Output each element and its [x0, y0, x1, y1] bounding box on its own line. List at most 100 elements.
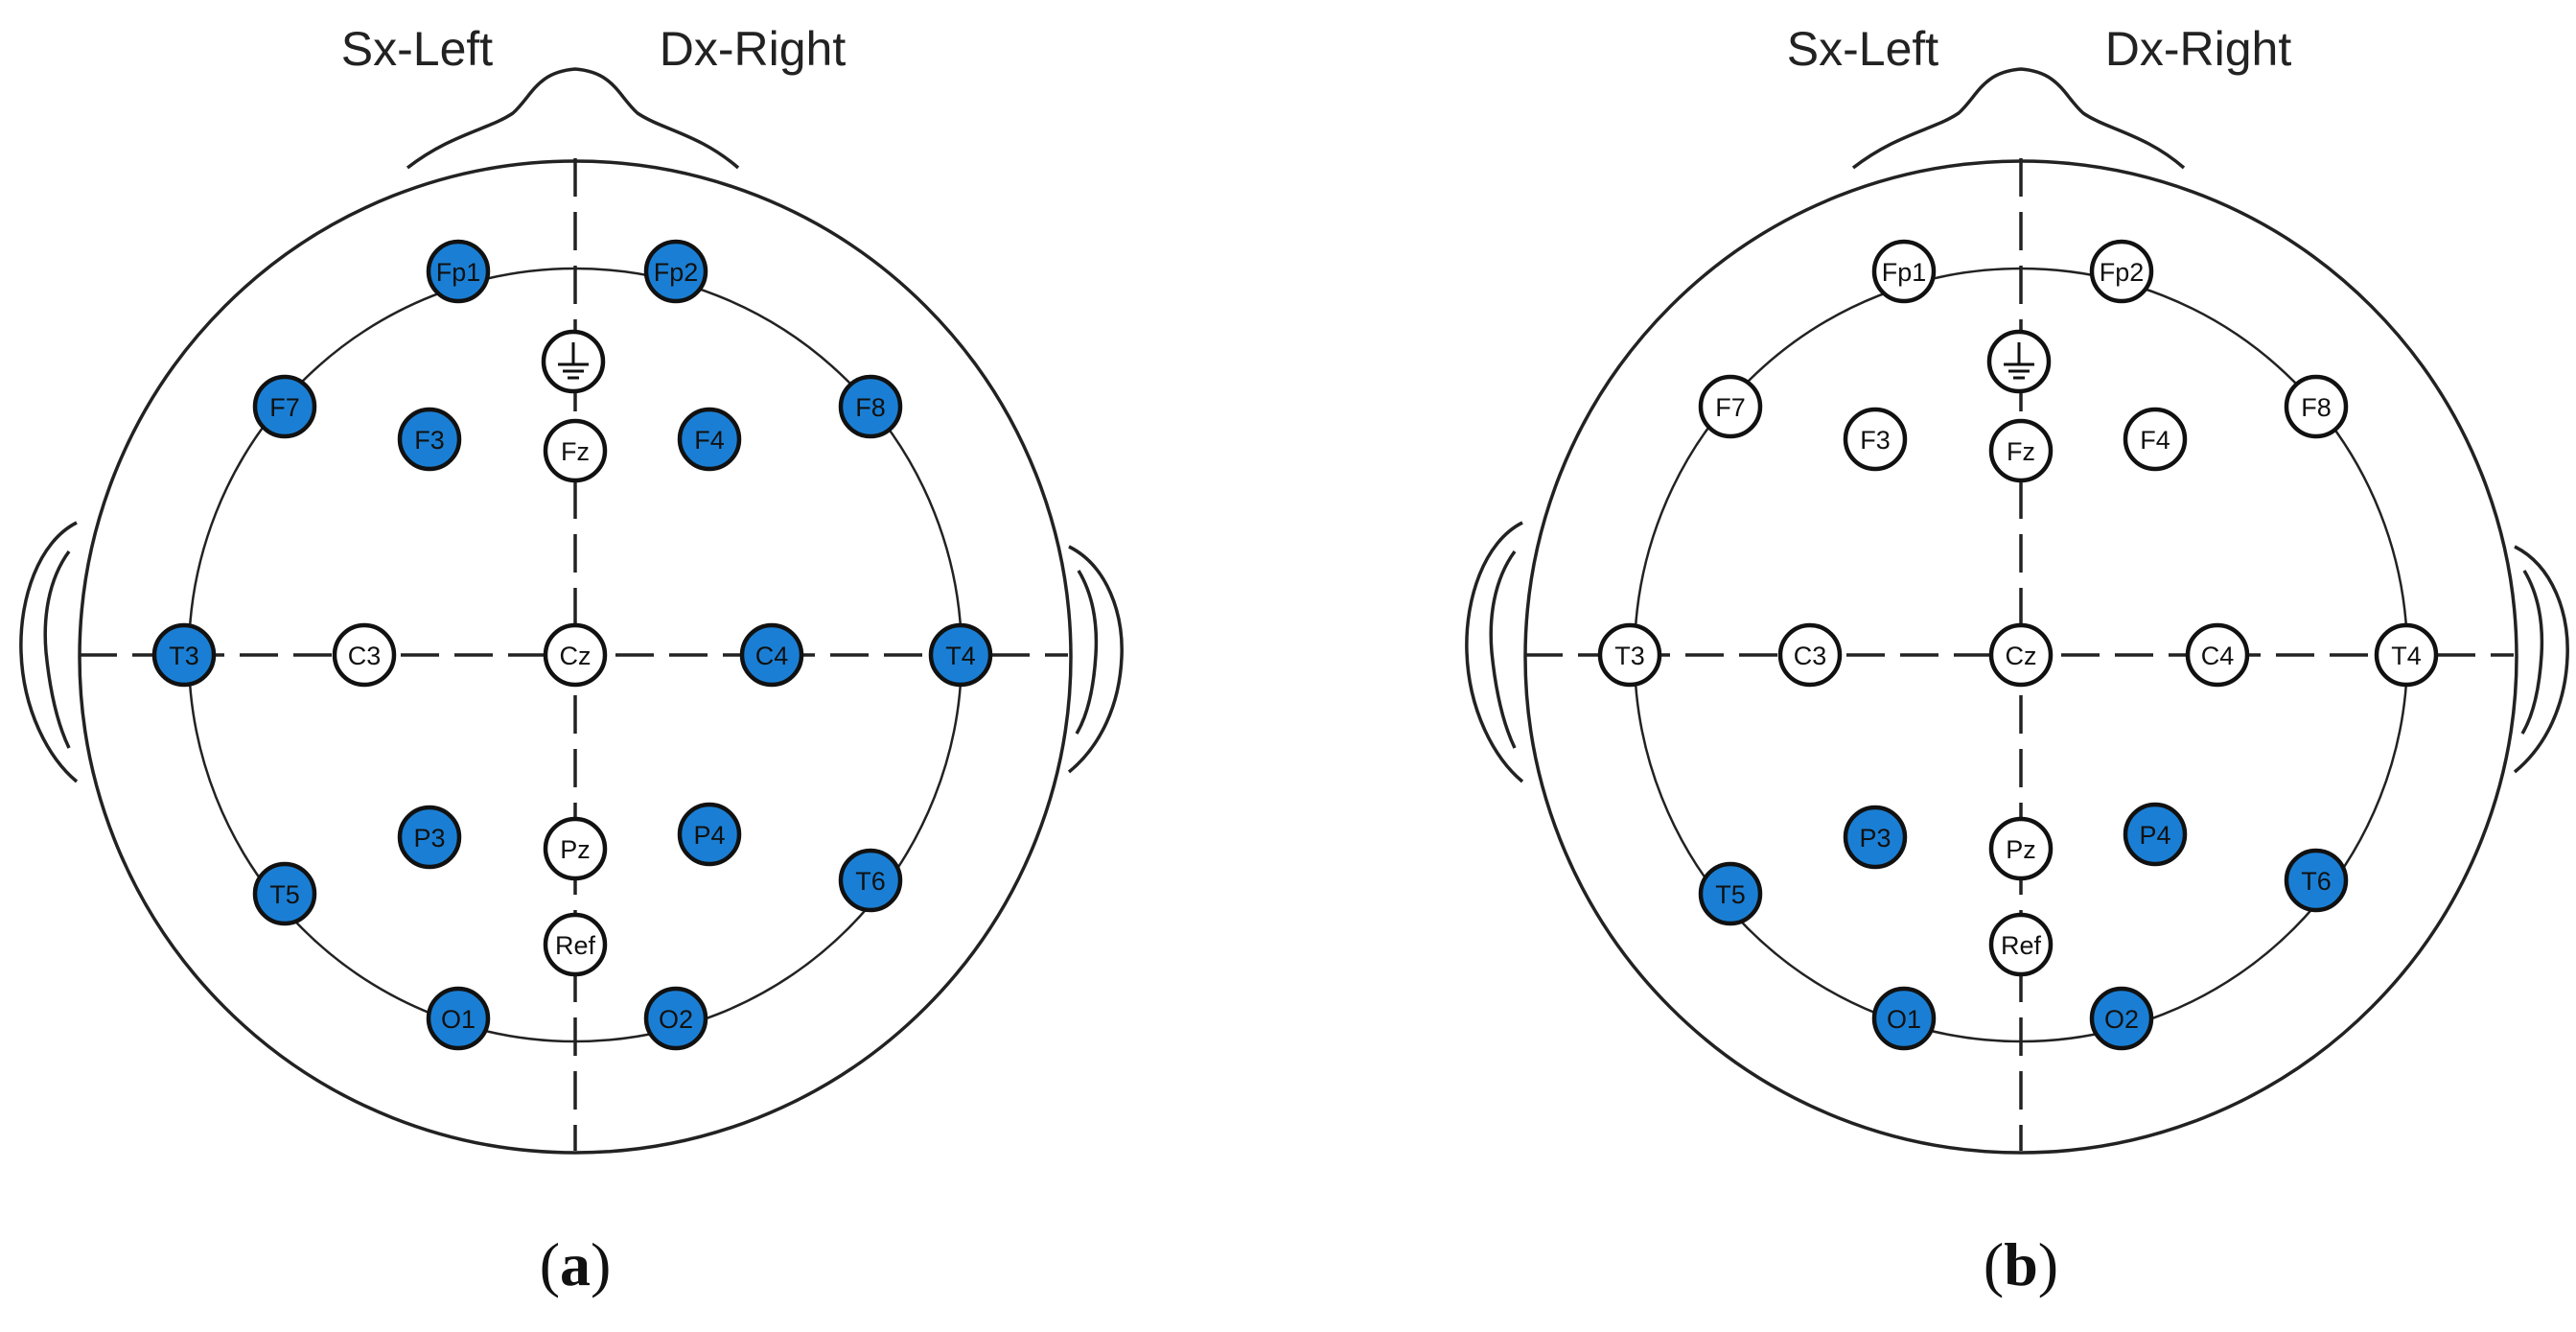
- electrode-f7: F7: [252, 374, 317, 439]
- electrode-marker: [2123, 407, 2188, 472]
- electrode-label: Cz: [2006, 642, 2037, 670]
- electrode-p4: P4: [677, 802, 742, 867]
- electrode-f8: F8: [838, 374, 903, 439]
- nose: [406, 67, 740, 170]
- left-ear: [19, 521, 79, 783]
- electrode-label: T5: [269, 880, 300, 909]
- electrode-o1: O1: [1871, 986, 1937, 1051]
- electrode-marker: [2089, 239, 2154, 304]
- electrode-fp1: Fp1: [426, 239, 491, 304]
- electrode-marker: [543, 912, 608, 977]
- electrode-label: Ref: [2001, 931, 2042, 960]
- electrode-marker: [1871, 986, 1937, 1051]
- electrode-marker: [928, 622, 993, 688]
- electrode-cz: Cz: [543, 622, 608, 688]
- electrode-t3: T3: [151, 622, 217, 688]
- electrode-t6: T6: [2284, 848, 2349, 913]
- electrode-cz: Cz: [1988, 622, 2054, 688]
- electrode-label: T6: [855, 867, 886, 896]
- electrode-marker: [1843, 805, 1908, 870]
- electrode-marker: [677, 407, 742, 472]
- electrode-marker: [252, 861, 317, 926]
- electrode-marker: [1597, 622, 1662, 688]
- electrode-marker: [1777, 622, 1843, 688]
- electrode-fz: Fz: [543, 418, 608, 483]
- right-ear: [2513, 545, 2569, 774]
- electrode-marker: [151, 622, 217, 688]
- electrode-o2: O2: [643, 986, 708, 1051]
- electrode-p3: P3: [1843, 805, 1908, 870]
- electrode-label: O1: [441, 1005, 476, 1034]
- electrode-label: T5: [1715, 880, 1746, 909]
- electrode-label: F8: [2301, 393, 2332, 422]
- electrode-t6: T6: [838, 848, 903, 913]
- panel-label-b: (b): [1984, 1230, 2058, 1298]
- electrode-label: T3: [169, 642, 199, 670]
- electrode-marker: [1988, 816, 2054, 881]
- right-ear-inner: [2520, 570, 2544, 735]
- electrode-marker: [397, 407, 462, 472]
- electrode-label: Cz: [560, 642, 592, 670]
- electrode-label: F4: [2140, 426, 2170, 455]
- electrode-marker: [1988, 622, 2054, 688]
- electrode-pz: Pz: [543, 816, 608, 881]
- electrode-fp2: Fp2: [2089, 239, 2154, 304]
- electrode-label: C3: [1794, 642, 1827, 670]
- right-ear-inner: [1075, 570, 1099, 735]
- electrode-marker: [2284, 374, 2349, 439]
- electrode-marker: [838, 848, 903, 913]
- electrode-label: F7: [1715, 393, 1746, 422]
- electrode-marker: [838, 374, 903, 439]
- electrode-label: Fp2: [654, 258, 699, 287]
- electrode-marker: [1988, 418, 2054, 483]
- electrode-label: Ref: [555, 931, 596, 960]
- electrode-t4: T4: [2374, 622, 2439, 688]
- electrode-c3: C3: [332, 622, 397, 688]
- electrode-f7: F7: [1698, 374, 1763, 439]
- electrode-marker: [1988, 912, 2054, 977]
- electrode-marker: [397, 805, 462, 870]
- side-label-right: Dx-Right: [2105, 22, 2292, 76]
- electrode-label: C4: [755, 642, 789, 670]
- electrode-p3: P3: [397, 805, 462, 870]
- side-label-left: Sx-Left: [341, 22, 494, 76]
- electrode-label: Pz: [2006, 835, 2036, 864]
- electrode-label: C3: [348, 642, 382, 670]
- electrode-c4: C4: [2185, 622, 2250, 688]
- electrode-label: Fz: [2007, 437, 2035, 466]
- electrode-t5: T5: [252, 861, 317, 926]
- electrode-marker: [677, 802, 742, 867]
- electrode-f3: F3: [1843, 407, 1908, 472]
- electrode-label: F7: [269, 393, 300, 422]
- left-ear-inner: [1489, 549, 1517, 749]
- side-label-right: Dx-Right: [660, 22, 847, 76]
- ground-icon: [1986, 329, 2052, 394]
- electrode-label: F8: [855, 393, 886, 422]
- electrode-marker: [2284, 848, 2349, 913]
- electrode-marker: [1698, 374, 1763, 439]
- panel-label-a: (a): [540, 1230, 612, 1298]
- electrode-marker: [543, 622, 608, 688]
- electrode-marker: [426, 986, 491, 1051]
- electrode-t4: T4: [928, 622, 993, 688]
- electrode-marker: [2123, 802, 2188, 867]
- electrode-marker: [426, 239, 491, 304]
- side-label-left: Sx-Left: [1787, 22, 1939, 76]
- electrode-label: P4: [693, 821, 725, 850]
- electrode-fp2: Fp2: [643, 239, 708, 304]
- electrode-marker: [332, 622, 397, 688]
- electrode-c3: C3: [1777, 622, 1843, 688]
- electrode-t3: T3: [1597, 622, 1662, 688]
- electrode-marker: [643, 986, 708, 1051]
- electrode-label: P4: [2139, 821, 2170, 850]
- electrode-f3: F3: [397, 407, 462, 472]
- electrode-t5: T5: [1698, 861, 1763, 926]
- electrode-label: P3: [1859, 824, 1891, 853]
- electrode-f8: F8: [2284, 374, 2349, 439]
- electrode-marker: [2185, 622, 2250, 688]
- electrode-ref: Ref: [543, 912, 608, 977]
- electrode-label: T6: [2301, 867, 2332, 896]
